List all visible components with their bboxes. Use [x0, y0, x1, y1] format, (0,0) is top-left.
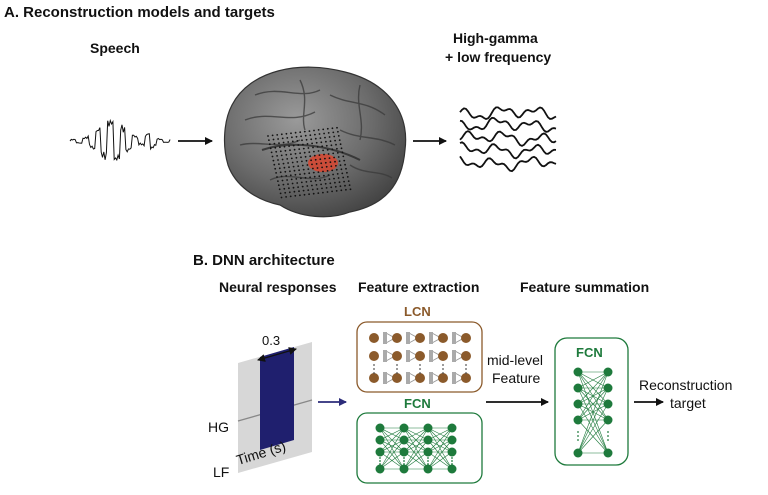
fcn-extraction-label: FCN [404, 396, 431, 411]
reconstruction-target-line2: target [670, 395, 706, 411]
speech-label: Speech [90, 40, 140, 56]
lcn-label: LCN [404, 304, 431, 319]
panel-a-title: A. Reconstruction models and targets [4, 4, 275, 21]
lcn-network [369, 332, 471, 384]
fcn-summation-network [573, 367, 613, 458]
column-feature-extraction: Feature extraction [358, 279, 480, 295]
electrode-grid [267, 126, 352, 199]
window-width-label: 0.3 [262, 333, 281, 348]
lf-label: LF [213, 464, 230, 480]
neural-label-line1: High-gamma [453, 30, 538, 46]
brain-image [223, 66, 407, 218]
time-window [260, 347, 294, 450]
fcn-summation-label: FCN [576, 345, 603, 360]
window-width-arrow [257, 347, 297, 362]
mid-level-feature-line1: mid-level [487, 352, 544, 368]
neural-label-line2: + low frequency [445, 49, 552, 65]
column-feature-summation: Feature summation [520, 279, 650, 295]
column-neural-responses: Neural responses [219, 279, 337, 295]
panel-b-title: B. DNN architecture [193, 252, 335, 269]
neural-traces [459, 106, 557, 173]
reconstruction-target-line1: Reconstruction [639, 377, 733, 393]
fcn-summation-box [554, 337, 629, 466]
lcn-box [356, 321, 483, 393]
fcn-extraction-network [375, 423, 457, 474]
mid-level-feature-line2: Feature [492, 370, 541, 386]
fcn-extraction-box [356, 412, 483, 484]
hg-label: HG [208, 419, 229, 435]
speech-waveform [69, 118, 171, 162]
